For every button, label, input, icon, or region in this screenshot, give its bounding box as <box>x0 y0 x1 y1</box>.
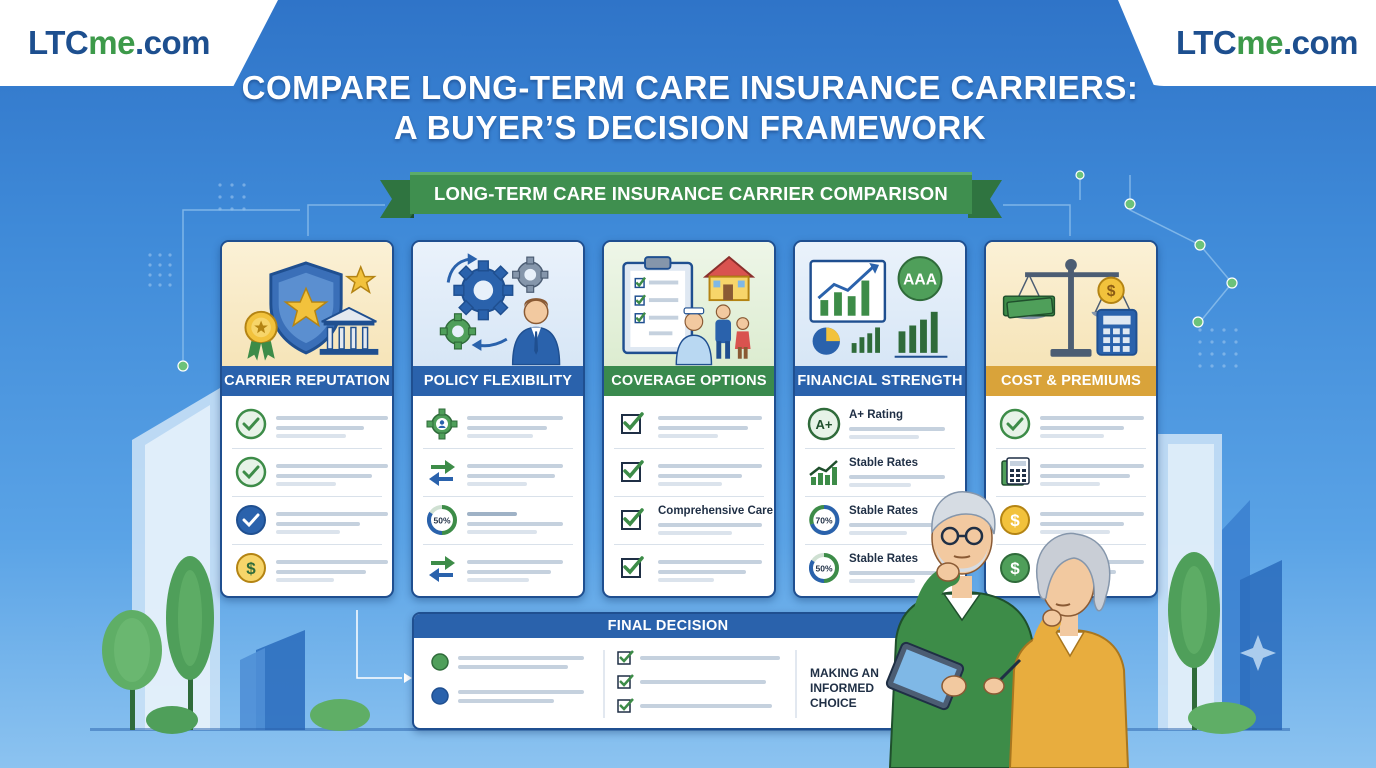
svg-text:50%: 50% <box>815 564 832 574</box>
list-item[interactable] <box>616 452 762 492</box>
comprehensive-care-label: Comprehensive Care <box>658 505 774 517</box>
comparison-ribbon: LONG-TERM CARE INSURANCE CARRIER COMPARI… <box>380 172 1002 222</box>
card-title: COVERAGE OPTIONS <box>604 366 774 396</box>
svg-text:$: $ <box>1010 511 1020 530</box>
dollar-coin-icon: $ <box>998 551 1032 585</box>
final-decision-title: FINAL DECISION <box>414 614 922 638</box>
percent-ring-icon: 50% <box>425 503 459 537</box>
list-item[interactable]: Stable Rates <box>807 452 953 492</box>
list-item[interactable]: $ <box>998 500 1144 540</box>
ribbon-label: LONG-TERM CARE INSURANCE CARRIER COMPARI… <box>434 183 948 204</box>
percent-ring-icon: 70% <box>807 503 841 537</box>
list-item[interactable]: A+ A+ Rating <box>807 404 953 444</box>
dollar-coin-icon: $ <box>998 503 1032 537</box>
svg-text:A+: A+ <box>816 417 833 432</box>
informed-choice-note: MAKING AN INFORMED CHOICE <box>810 666 879 710</box>
card-body: $ <box>222 396 392 596</box>
checkbox-icon <box>616 551 650 585</box>
checkbox-icon <box>616 503 650 537</box>
card-carrier-reputation[interactable]: CARRIER REPUTATION $ <box>220 240 394 598</box>
svg-text:$: $ <box>1107 283 1116 300</box>
card-body: A+ A+ Rating Stable Rates 70% Stable Rat… <box>795 396 965 596</box>
list-item[interactable]: Comprehensive Care <box>616 500 773 540</box>
stable-rates-label: Stable Rates <box>849 457 919 469</box>
senior-couple-illustration <box>870 480 1150 768</box>
stable-rates-label: Stable Rates <box>849 505 919 517</box>
final-decision-checklist <box>431 650 797 718</box>
check-circle-blue-icon <box>234 503 268 537</box>
logo-text-left: LTCme.com <box>28 24 210 61</box>
logo-left[interactable]: LTCme.com <box>0 0 278 86</box>
dollar-coin-icon: $ <box>234 551 268 585</box>
list-item[interactable]: 50% <box>425 500 571 540</box>
page-title: COMPARE LONG-TERM CARE INSURANCE CARRIER… <box>200 68 1180 148</box>
list-item[interactable]: 50% Stable Rates <box>807 548 953 588</box>
final-decision-panel[interactable]: FINAL DECISION MAKING AN INFORMED CHOICE <box>412 612 924 730</box>
financial-illustration: AAA <box>795 242 965 366</box>
percent-ring-icon: 50% <box>807 551 841 585</box>
card-title: CARRIER REPUTATION <box>222 366 392 396</box>
svg-text:50%: 50% <box>433 516 450 526</box>
title-line-2: A BUYER’S DECISION FRAMEWORK <box>393 109 987 146</box>
list-item[interactable] <box>616 548 762 588</box>
title-line-1: COMPARE LONG-TERM CARE INSURANCE CARRIER… <box>241 69 1139 106</box>
list-item[interactable] <box>234 452 388 492</box>
reputation-illustration <box>222 242 392 366</box>
list-item[interactable] <box>234 500 388 540</box>
card-title: FINANCIAL STRENGTH <box>795 366 965 396</box>
card-body: 50% <box>413 396 583 596</box>
a-plus-rating-label: A+ Rating <box>849 409 903 421</box>
svg-text:$: $ <box>1010 559 1020 578</box>
logo-text-right: LTCme.com <box>1176 24 1358 61</box>
calculator-icon <box>998 455 1032 489</box>
swap-arrows-icon <box>425 455 459 489</box>
svg-text:$: $ <box>246 559 256 578</box>
list-item[interactable]: 70% Stable Rates <box>807 500 953 540</box>
list-item[interactable] <box>425 452 571 492</box>
check-circle-icon <box>234 407 268 441</box>
list-item[interactable] <box>234 404 388 444</box>
gear-person-icon <box>425 407 459 441</box>
cost-illustration: $ <box>986 242 1156 366</box>
card-title: COST & PREMIUMS <box>986 366 1156 396</box>
checkbox-icon <box>616 455 650 489</box>
card-cost-premiums[interactable]: $ COST & PREMIUMS $ <box>984 240 1158 598</box>
check-circle-icon <box>234 455 268 489</box>
svg-text:70%: 70% <box>815 516 832 526</box>
card-body: Comprehensive Care <box>604 396 774 596</box>
list-item[interactable] <box>998 404 1144 444</box>
trend-chart-icon <box>807 455 841 489</box>
list-item[interactable] <box>616 404 762 444</box>
list-item[interactable] <box>425 404 571 444</box>
rating-badge-icon: A+ <box>807 407 841 441</box>
list-item[interactable] <box>998 452 1144 492</box>
card-policy-flexibility[interactable]: POLICY FLEXIBILITY 50% <box>411 240 585 598</box>
list-item[interactable] <box>425 548 571 588</box>
card-title: POLICY FLEXIBILITY <box>413 366 583 396</box>
checkbox-icon <box>616 407 650 441</box>
swap-arrows-icon <box>425 551 459 585</box>
check-circle-icon <box>998 407 1032 441</box>
stable-rates-label: Stable Rates <box>849 553 919 565</box>
coverage-illustration <box>604 242 774 366</box>
logo-right[interactable]: LTCme.com <box>1118 0 1376 86</box>
card-coverage-options[interactable]: COVERAGE OPTIONS Comprehensive Care <box>602 240 776 598</box>
aaa-rating-box: AAA <box>903 271 937 288</box>
flexibility-illustration <box>413 242 583 366</box>
list-item[interactable]: $ <box>234 548 388 588</box>
